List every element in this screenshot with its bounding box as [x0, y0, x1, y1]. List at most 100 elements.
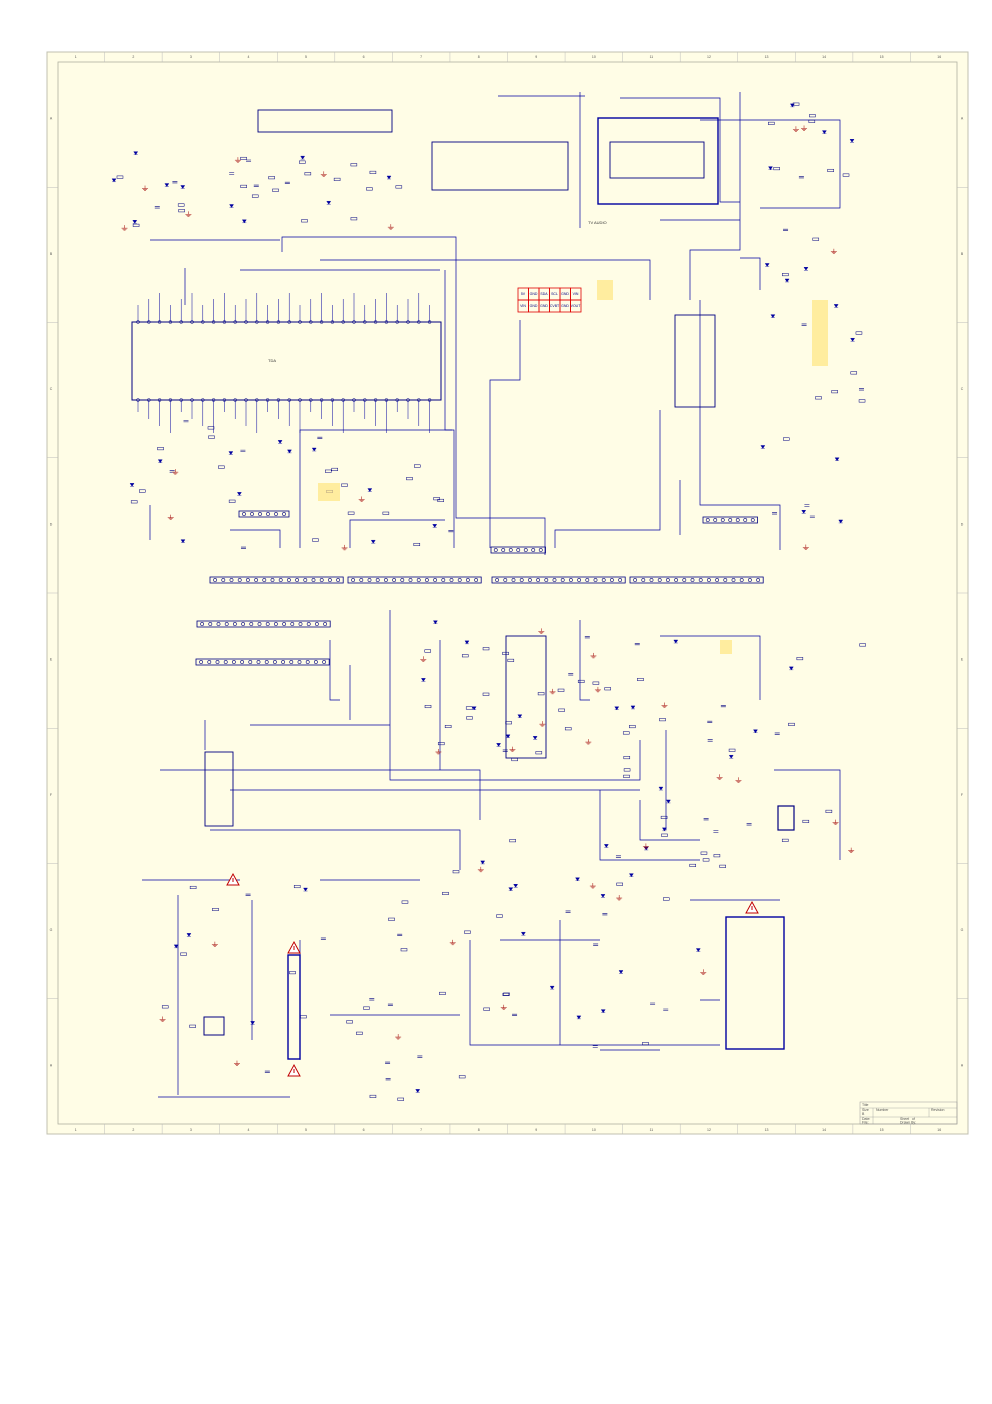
capacitor — [565, 910, 571, 913]
diode — [180, 185, 186, 189]
ground-symbol — [848, 847, 855, 853]
column-label: 14 — [822, 55, 826, 59]
diode — [801, 510, 807, 514]
capacitor — [615, 855, 621, 858]
resistor — [177, 203, 185, 207]
diode — [658, 786, 664, 791]
connector — [629, 576, 764, 584]
connector — [702, 516, 758, 524]
ground-symbol — [830, 248, 837, 255]
diode — [300, 155, 306, 160]
capacitor — [650, 1002, 656, 1005]
ground-symbol — [121, 225, 128, 231]
resistor — [713, 854, 721, 858]
column-label: 16 — [937, 55, 941, 59]
diode — [600, 1009, 606, 1013]
column-label: 3 — [190, 1128, 192, 1132]
capacitor — [172, 181, 178, 184]
row-label: B — [50, 252, 53, 256]
diode — [603, 844, 609, 848]
resistor — [397, 1097, 404, 1101]
micro-controller-ic — [505, 635, 547, 759]
ground-symbol — [616, 895, 623, 901]
resistor — [577, 679, 585, 683]
ground-symbol — [142, 185, 149, 191]
switch-ic-frame — [597, 117, 719, 205]
resistor — [660, 815, 668, 819]
highlight-note — [720, 640, 732, 654]
resistor — [388, 917, 395, 921]
resistor — [268, 176, 275, 180]
capacitor — [707, 720, 713, 724]
resistor — [850, 371, 858, 375]
resistor — [623, 774, 630, 778]
diode — [788, 666, 794, 671]
ground-symbol — [172, 469, 179, 475]
column-label: 1 — [75, 1128, 77, 1132]
file-label: File: — [862, 1121, 869, 1125]
diode — [549, 985, 555, 990]
size-label: Size — [862, 1108, 869, 1112]
pin-label: CVBT — [550, 304, 560, 308]
resistor — [812, 237, 820, 241]
resistor — [347, 511, 355, 515]
resistor — [356, 1031, 363, 1035]
column-label: 2 — [132, 1128, 134, 1132]
capacitor — [746, 823, 752, 826]
capacitor — [154, 206, 160, 209]
column-label: 4 — [247, 1128, 249, 1132]
resistor — [855, 331, 863, 335]
diode — [822, 130, 827, 134]
resistor — [483, 1007, 490, 1011]
resistor — [212, 908, 219, 912]
resistor — [458, 1075, 466, 1079]
column-label: 2 — [132, 55, 134, 59]
connector — [347, 576, 482, 584]
row-label: A — [961, 117, 964, 121]
resistor — [208, 435, 215, 439]
resistor — [272, 188, 279, 192]
ground-symbol — [661, 702, 668, 708]
resistor — [482, 692, 490, 696]
ground-symbol — [395, 1034, 402, 1040]
diode — [834, 457, 840, 462]
capacitor — [320, 937, 326, 940]
resistor — [218, 465, 225, 469]
capacitor — [707, 739, 713, 742]
pin-label: GND — [530, 304, 538, 308]
diode — [838, 519, 844, 524]
column-label: 6 — [363, 55, 365, 59]
diode — [311, 447, 317, 452]
capacitor — [774, 732, 780, 735]
sheet-border — [46, 51, 969, 1135]
resistor — [363, 1006, 370, 1010]
resistor — [401, 900, 409, 904]
capacitor — [858, 388, 864, 391]
resistor — [240, 184, 247, 188]
diode — [760, 445, 766, 449]
resistor — [228, 499, 236, 503]
resistor — [333, 177, 341, 181]
eeprom-ic — [204, 751, 234, 827]
pin-label: SDA — [540, 292, 548, 296]
ground-symbol — [802, 544, 809, 550]
resistor — [442, 891, 449, 895]
diode — [415, 1089, 421, 1093]
column-label: 10 — [592, 55, 596, 59]
resistor — [331, 467, 339, 471]
resistor — [719, 864, 726, 868]
resistor — [341, 483, 348, 487]
diode — [326, 201, 332, 205]
resistor — [659, 718, 666, 722]
resistor — [859, 643, 866, 647]
capacitor — [804, 504, 810, 507]
resistor — [395, 185, 403, 189]
revision-label: Revision — [931, 1108, 944, 1112]
column-label: 13 — [765, 1128, 769, 1132]
resistor — [815, 396, 822, 400]
capacitor — [663, 1008, 669, 1011]
column-label: 9 — [535, 1128, 537, 1132]
resistor — [350, 163, 358, 167]
capacitor — [253, 184, 259, 187]
resistor — [592, 681, 600, 685]
